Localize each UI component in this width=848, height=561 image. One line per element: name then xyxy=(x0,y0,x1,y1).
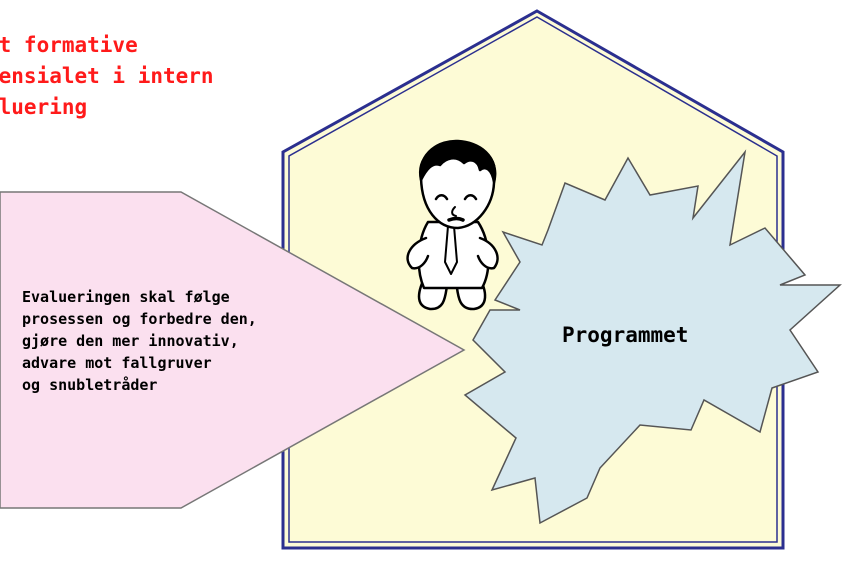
person-icon xyxy=(406,139,499,311)
arrow-description: Evalueringen skal følge prosessen og for… xyxy=(22,286,352,396)
slide-title: et formative tensialet i intern aluering xyxy=(0,30,286,123)
arrow-line: advare mot fallgruver xyxy=(22,354,212,372)
program-label: Programmet xyxy=(562,323,689,347)
program-burst xyxy=(463,149,842,525)
evaluation-arrow xyxy=(0,191,466,509)
arrow-line: og snubletråder xyxy=(22,376,158,394)
arrow-line: prosessen og forbedre den, xyxy=(22,310,257,328)
arrow-line: gjøre den mer innovativ, xyxy=(22,332,239,350)
arrow-line: Evalueringen skal følge xyxy=(22,288,230,306)
title-line: tensialet i intern xyxy=(0,64,214,88)
title-line: aluering xyxy=(0,95,88,119)
title-line: et formative xyxy=(0,33,138,57)
